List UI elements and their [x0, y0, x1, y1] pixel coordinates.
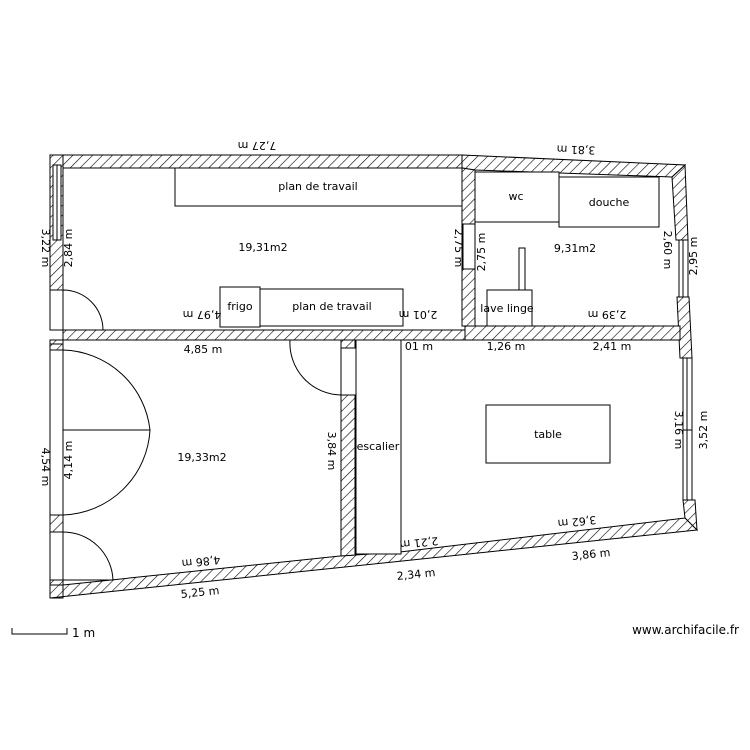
- wall-top-left: [49, 154, 463, 169]
- door-swing-kitchen: [62, 289, 104, 331]
- dim-left-top-outer: 3,22 m: [39, 229, 52, 268]
- lave-linge: [486, 289, 533, 327]
- door-left-top-frame: [49, 289, 64, 331]
- dim-bath-left: 2,75 m: [475, 233, 488, 272]
- door-swing-stair: [289, 339, 342, 396]
- door-left-bottom-frame: [49, 531, 64, 581]
- douche: [558, 176, 660, 228]
- dim-hall-top: 4,85 m: [184, 343, 223, 356]
- dim-stair-left: 3,84 m: [325, 432, 338, 471]
- wall-mid-right: [464, 325, 681, 341]
- dim-left-bottom-outer: 4,54 m: [39, 448, 52, 487]
- room-hall-area: 19,33m2: [177, 451, 226, 464]
- wall-left-mid: [49, 343, 64, 351]
- dim-top-outer: 7,27 m: [238, 139, 277, 152]
- wall-mid-left: [49, 329, 466, 345]
- plan-de-travail-top: [174, 167, 463, 207]
- dim-bath-right-outer: 2,95 m: [687, 237, 700, 276]
- scale-label: 1 m: [72, 626, 95, 640]
- room-kitchen-area: 19,31m2: [238, 241, 287, 254]
- plan-de-travail-bottom: [259, 288, 404, 327]
- dim-bottom-mid-inner: 2,21 m: [399, 534, 439, 551]
- scale-bar: [11, 628, 68, 635]
- dim-kitchen-bottom-a: 4,97 m: [183, 308, 222, 321]
- door-swing-hall-lower: [62, 429, 151, 516]
- dim-bath-right-inner: 2,60 m: [661, 231, 674, 270]
- table-label: table: [534, 428, 562, 441]
- frigo-label: frigo: [227, 300, 252, 313]
- dim-kitchen-bottom-b: 2,01 m: [399, 308, 438, 321]
- table: [485, 404, 611, 464]
- dim-bath-bottom: 2,39 m: [588, 308, 627, 321]
- dim-left-bottom-inner: 4,14 m: [62, 441, 75, 480]
- dim-mid-c: 2,41 m: [593, 340, 632, 353]
- plan-de-travail-bottom-label: plan de travail: [292, 300, 371, 313]
- escalier-label: escalier: [357, 440, 400, 453]
- dim-right-bottom-outer: 3,52 m: [697, 411, 710, 450]
- dim-bottom-right-outer: 3,86 m: [571, 546, 611, 563]
- dim-bottom-left-outer: 5,25 m: [180, 584, 220, 601]
- dim-mid-b: 1,26 m: [487, 340, 526, 353]
- dim-kitchen-right: 2,75 m: [452, 229, 465, 268]
- site-label: www.archifacile.fr: [632, 623, 739, 637]
- bath-partition-left: [462, 223, 476, 270]
- door-swing-bottom: [62, 531, 114, 581]
- door-left-mid-frame: [49, 349, 64, 516]
- frigo: [219, 286, 261, 328]
- wall-stair: [340, 394, 356, 557]
- dim-bottom-left-inner: 4,86 m: [181, 553, 221, 570]
- lave-linge-label: lave linge: [480, 302, 534, 315]
- dim-bottom-mid-outer: 2,34 m: [396, 566, 436, 583]
- wall-stair-top: [340, 339, 356, 349]
- door-swing-hall-upper: [62, 349, 151, 431]
- dim-left-top-inner: 2,84 m: [62, 229, 75, 268]
- douche-label: douche: [589, 196, 630, 209]
- wall-left-lower: [49, 514, 64, 533]
- escalier: [355, 339, 402, 555]
- dim-top-right-outer: 3,81 m: [556, 142, 595, 156]
- dim-right-bottom-inner: 3,16 m: [672, 411, 685, 450]
- wc-label: wc: [508, 190, 523, 203]
- dim-mid-a: 01 m: [405, 340, 433, 353]
- wall-right-upper: [671, 163, 689, 241]
- dim-bottom-right-inner: 3,62 m: [557, 513, 597, 530]
- room-bath-area: 9,31m2: [554, 242, 596, 255]
- plan-de-travail-top-label: plan de travail: [278, 180, 357, 193]
